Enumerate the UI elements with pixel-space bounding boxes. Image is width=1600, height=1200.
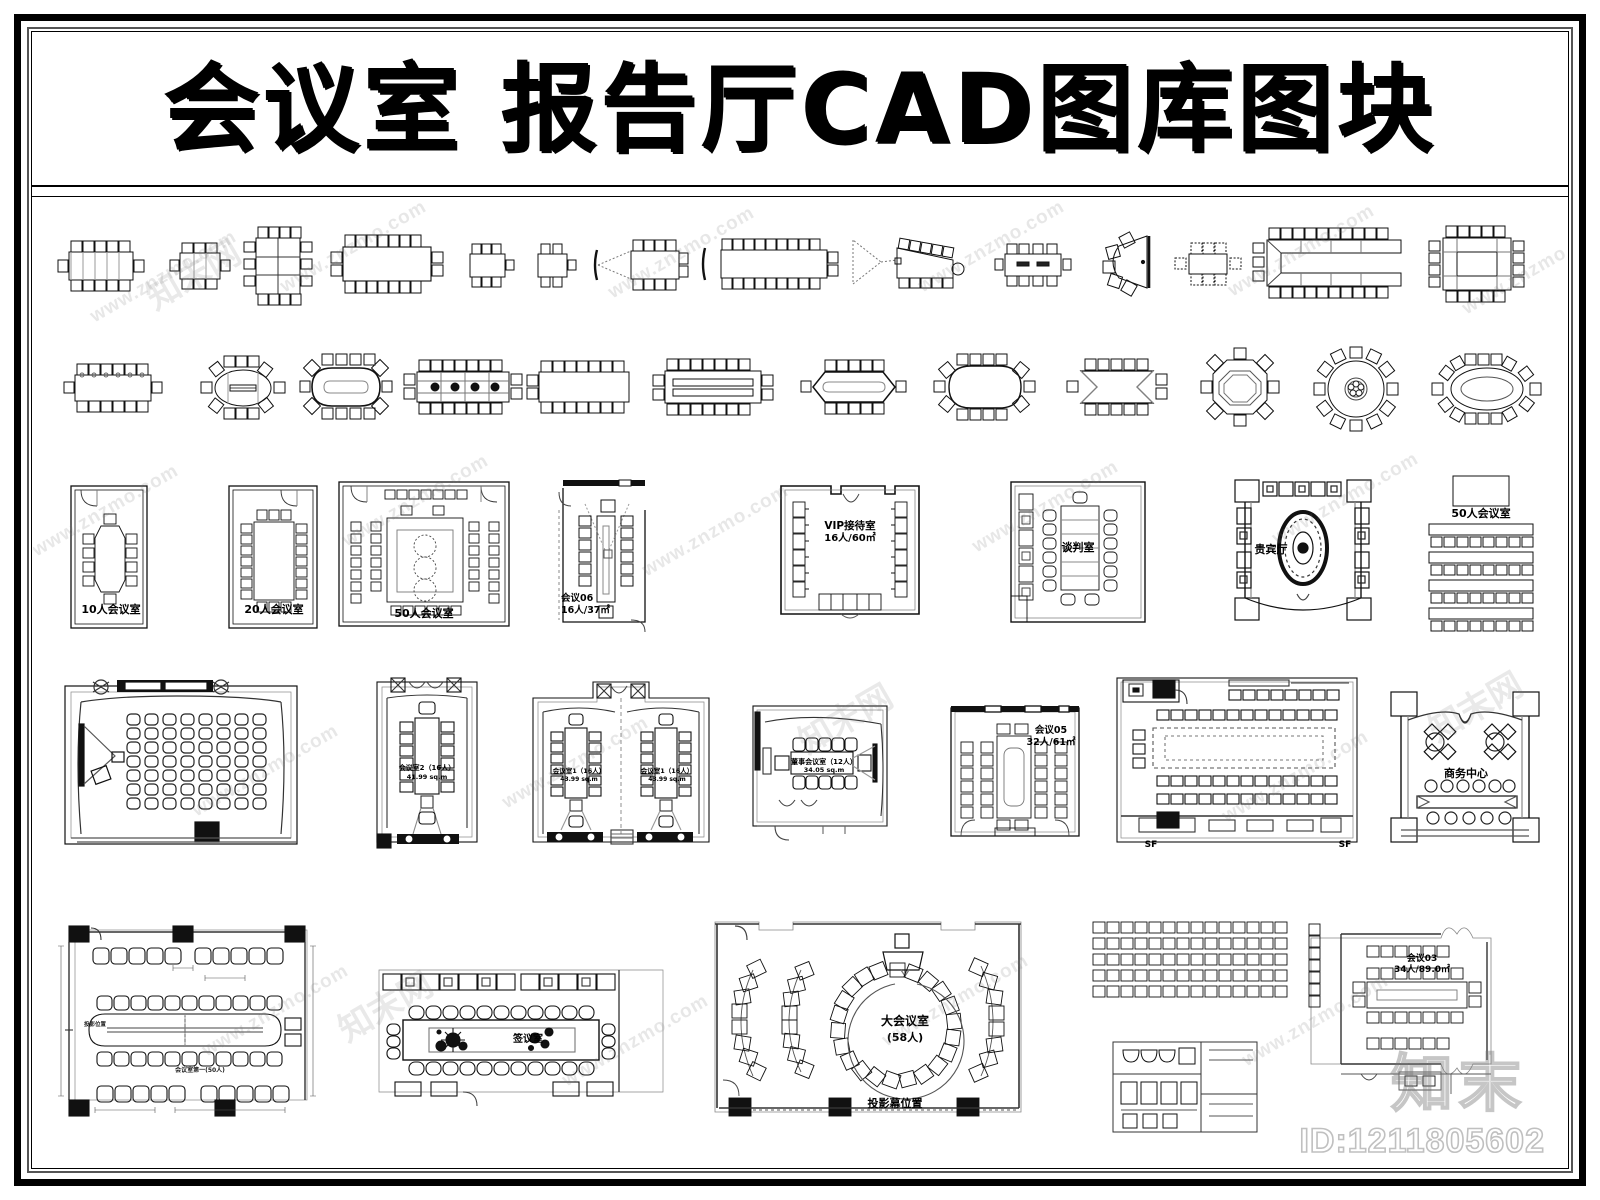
plan-vip-hall[interactable]: 贵宾厅 [1221,472,1383,628]
block-small-table-4seat[interactable] [529,242,581,290]
block-screen-table-10seat[interactable] [593,236,689,294]
plan-label-dim-screen: 投影位置 [83,1022,106,1028]
block-taper-table-12seat[interactable] [851,230,967,294]
block-dense-rect-table-14seat[interactable] [61,360,165,416]
plan-caption-director-meeting: 34.05 sq.m [803,766,845,774]
plan-label-vip-reception: VIP接待室 [824,520,876,532]
plan-50-person-classroom[interactable]: 50人会议室 [1417,472,1545,632]
block-u-shape-table-22seat[interactable] [1251,226,1403,300]
plan-meeting-03[interactable]: 会议03 34人/89.0㎡ [1301,914,1517,1120]
block-small-table-6seat[interactable] [461,242,517,290]
block-split-table-16seat[interactable] [238,224,318,308]
plan-caption-dimensioned: 会议室第一(50人) [175,1067,225,1074]
block-oval-table-14seat[interactable] [198,355,288,421]
plan-caption-board-room-2: 41.99 sq.m [406,773,448,781]
plan-caption-meeting-05: 32人/61㎡ [1026,737,1076,748]
plan-board-room-16[interactable]: 会议室2（16人） 41.99 sq.m [369,668,485,854]
plan-label-meeting-03: 会议03 [1406,954,1438,964]
plan-label-20-person: 20人会议室 [244,603,304,616]
sheet-frame-inner [27,27,1573,1173]
block-plain-long-table-18seat[interactable] [525,358,643,416]
plan-label-board-room-1b: 会议室1（16人） [640,767,694,775]
plan-meeting-05[interactable]: 会议05 32人/61㎡ [941,700,1089,844]
plan-business-center[interactable]: 商务中心 [1381,684,1549,850]
block-hollow-square-table-20seat[interactable] [1421,224,1533,304]
block-double-bar-table-16seat[interactable] [651,355,775,419]
block-hex-long-table-14seat[interactable] [799,358,909,416]
plan-label-business-center: 商务中心 [1444,767,1488,780]
plan-20-person-meeting[interactable]: 20人会议室 [221,482,327,632]
plan-label-meeting-05: 会议05 [1034,725,1068,736]
block-rect-table-8seat[interactable] [168,240,232,292]
plan-caption-vip-reception: 16人/60㎡ [824,533,876,544]
plan-twin-board-rooms[interactable]: 会议室1（16人） 43.99 sq.m 会议室1（16人） 43.99 sq.… [523,668,719,854]
plan-caption-meeting-03: 34人/89.0㎡ [1393,965,1451,975]
page-title: 会议室 报告厅CAD图库图块 [163,52,1437,165]
plan-label-vip-hall: 贵宾厅 [1254,543,1288,556]
plan-label-10-person: 10人会议室 [81,603,141,616]
drawing-id-text: ID:1211805602 [1299,1121,1545,1161]
block-dot-chair-table-8seat[interactable] [1169,240,1247,288]
plan-negotiation-room[interactable]: 谈判室 [1005,476,1151,628]
plan-label-50-person: 50人会议室 [394,607,454,620]
plan-caption-board-room-1b: 43.99 sq.m [648,776,686,783]
block-decorated-banquet-table[interactable] [401,355,525,419]
block-dotted-table-12seat[interactable] [991,242,1075,288]
block-round-table-14seat[interactable] [1313,346,1399,432]
plan-caption-board-room-1: 43.99 sq.m [560,776,598,783]
plan-label-board-room-1: 会议室1（16人） [552,767,606,775]
plan-label-negotiation: 谈判室 [1061,541,1095,554]
sheet-frame-outer [14,14,1586,1186]
plan-dimensioned-conference[interactable]: 会议室第一(50人) 投影位置 [55,920,317,1120]
block-fan-table-5seat[interactable] [1099,230,1161,297]
sheet-title-box: 会议室 报告厅CAD图库图块 [32,32,1568,187]
plan-label-sf-right: SF [1338,840,1352,850]
plan-caption-grand-conference: (58人) [886,1031,924,1044]
block-diamond-end-table-14seat[interactable] [1063,355,1171,419]
plan-director-meeting[interactable]: 董事会议室（12人） 34.05 sq.m [745,700,895,841]
plan-classroom-grid[interactable] [1089,918,1295,1016]
sheet-frame-inner-thin [31,31,1569,1169]
plan-label-grand-conference: 大会议室 [880,1014,929,1028]
block-round-oval-table-16seat[interactable] [931,352,1039,422]
plan-grand-conference[interactable]: 大会议室 (58人) 投影幕位置 [705,912,1031,1124]
plan-signing-room[interactable]: 签议室 [373,960,669,1107]
drawing-canvas: 10人会议室 [33,200,1567,1167]
plan-auditorium-theater[interactable] [57,672,305,850]
plan-restroom-block[interactable] [1109,1036,1261,1136]
plan-meeting-06[interactable]: 会议06 16人/37㎡ [545,470,651,633]
block-long-table-20seat[interactable] [329,232,445,298]
block-ellipse-table-18seat[interactable] [1431,352,1543,426]
plan-caption-meeting-06: 16人/37㎡ [561,605,610,616]
plan-label-signing-room: 签议室 [513,1034,543,1045]
plan-label-sf-left: SF [1144,840,1158,850]
plan-label-50-classroom: 50人会议室 [1451,507,1511,520]
watermark-url: www.znzmo.com [638,480,793,582]
block-screen-long-table-18seat[interactable] [701,234,841,294]
plan-label-director-meeting: 董事会议室（12人） [791,758,857,766]
plan-label-projection-screen: 投影幕位置 [867,1097,923,1110]
title-divider-rule [32,196,1568,197]
plan-label-meeting-06: 会议06 [561,593,594,604]
block-boat-oval-table-14seat[interactable] [298,352,394,422]
block-octagon-table-8seat[interactable] [1199,346,1281,428]
block-rect-table-12seat[interactable] [55,238,147,294]
plan-large-classroom-sf[interactable]: SF SF [1109,670,1365,852]
plan-50-person-meeting[interactable]: 50人会议室 [333,476,515,632]
plan-10-person-meeting[interactable]: 10人会议室 [63,482,159,632]
plan-vip-reception[interactable]: VIP接待室 16人/60㎡ [775,480,925,620]
plan-label-board-room-2: 会议室2（16人） [398,764,456,772]
